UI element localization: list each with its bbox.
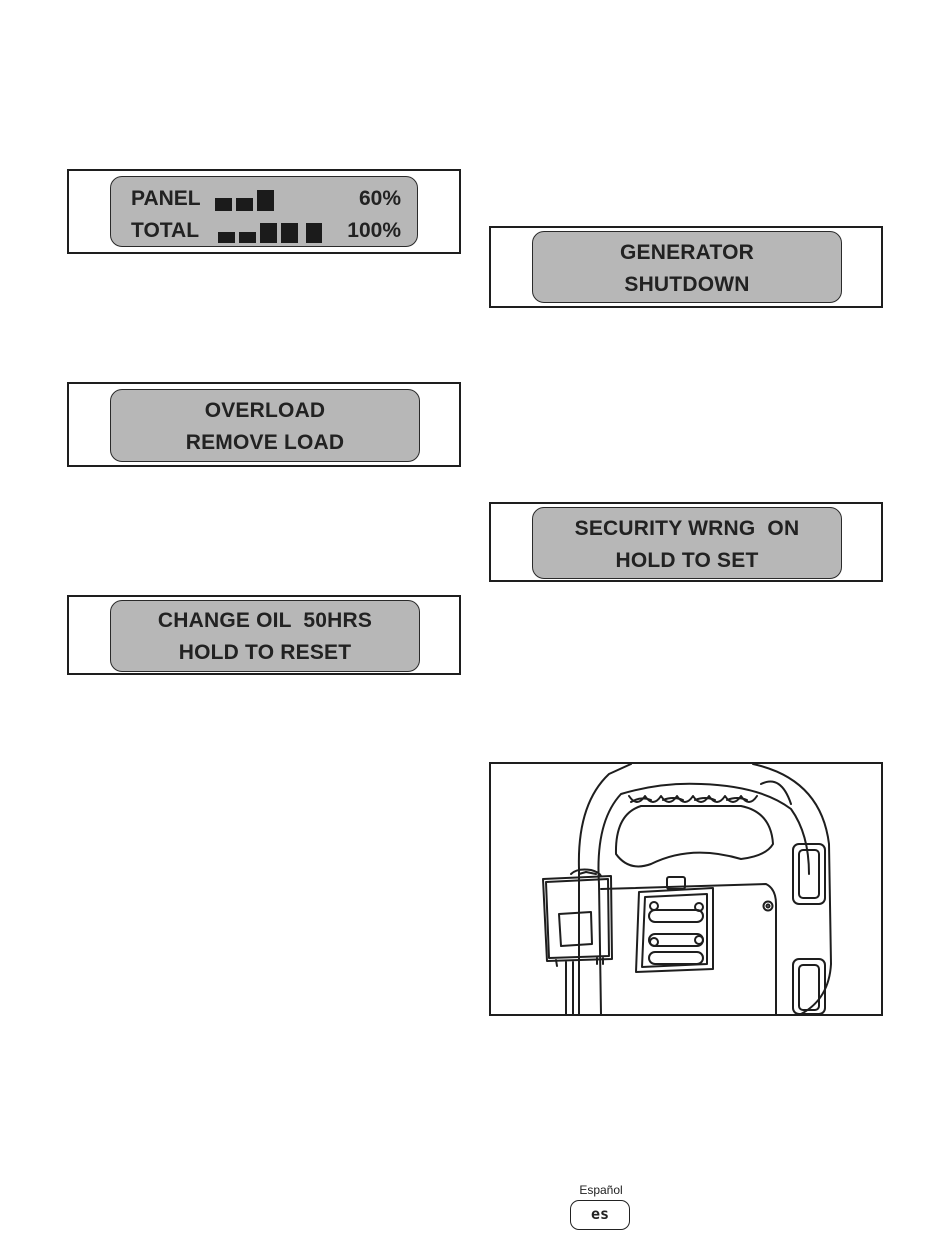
- shutdown-line-2: SHUTDOWN: [533, 273, 841, 297]
- overload-lcd: OVERLOAD REMOVE LOAD: [110, 389, 420, 462]
- panel-bar-graph: [215, 189, 275, 211]
- panel-label: PANEL: [131, 187, 201, 211]
- panel-percent: 60%: [359, 187, 401, 211]
- oil-display-frame: CHANGE OIL 50HRS HOLD TO RESET: [67, 595, 461, 675]
- panel-bar-1: [215, 198, 232, 211]
- security-line-2: HOLD TO SET: [533, 549, 841, 573]
- security-line-1: SECURITY WRNG ON: [533, 517, 841, 541]
- total-bar-4: [281, 223, 298, 243]
- security-lcd: SECURITY WRNG ON HOLD TO SET: [532, 507, 842, 579]
- meter-display-frame: PANEL 60% TOTAL 100%: [67, 169, 461, 254]
- meter-lcd: PANEL 60% TOTAL 100%: [110, 176, 418, 247]
- overload-line-2: REMOVE LOAD: [111, 431, 419, 455]
- battery-compartment-figure: [489, 762, 883, 1016]
- oil-lcd: CHANGE OIL 50HRS HOLD TO RESET: [110, 600, 420, 672]
- oil-line-2: HOLD TO RESET: [111, 641, 419, 665]
- oil-line-1: CHANGE OIL 50HRS: [111, 609, 419, 633]
- shutdown-lcd: GENERATOR SHUTDOWN: [532, 231, 842, 303]
- overload-display-frame: OVERLOAD REMOVE LOAD: [67, 382, 461, 467]
- shutdown-line-1: GENERATOR: [533, 241, 841, 265]
- security-display-frame: SECURITY WRNG ON HOLD TO SET: [489, 502, 883, 582]
- total-bar-5: [306, 223, 322, 243]
- panel-bar-3: [257, 190, 274, 211]
- total-meter-row: TOTAL 100%: [131, 219, 401, 245]
- total-label: TOTAL: [131, 219, 199, 243]
- overload-line-1: OVERLOAD: [111, 399, 419, 423]
- shutdown-display-frame: GENERATOR SHUTDOWN: [489, 226, 883, 308]
- total-percent: 100%: [347, 219, 401, 243]
- total-bar-1: [218, 232, 235, 243]
- panel-bar-2: [236, 198, 253, 211]
- total-bar-3: [260, 223, 277, 243]
- language-label: Español: [571, 1183, 631, 1197]
- total-bar-graph: [218, 221, 328, 243]
- total-bar-2: [239, 232, 256, 243]
- battery-compartment-illustration: [491, 764, 881, 1014]
- language-button[interactable]: es: [570, 1200, 630, 1230]
- panel-meter-row: PANEL 60%: [131, 187, 401, 213]
